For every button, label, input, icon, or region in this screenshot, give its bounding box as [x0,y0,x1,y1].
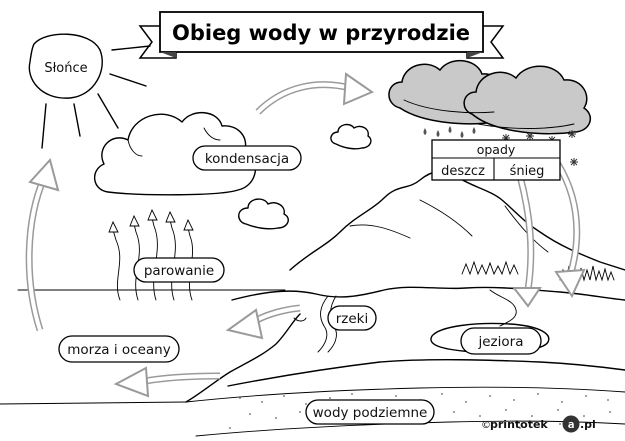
sun-ray [111,45,151,51]
condensation-label-text: kondensacja [205,151,289,167]
rivers-label-text: rzeki [336,311,369,327]
sun-label: Słońce [44,61,87,76]
condensation-label: kondensacja [192,145,302,171]
brand-logo [562,415,580,433]
precipitation-box: opady deszcz śnieg [431,139,561,181]
seas-label: morza i oceany [58,335,180,363]
sun: Słońce [28,33,151,149]
evaporation-label: parowanie [133,257,225,283]
lakes-label-text: jeziora [478,334,524,350]
brand-logo-letter: a [568,418,575,431]
precipitation-label: opady [477,142,516,157]
page-title: Obieg wody w przyrodzie [172,21,470,45]
evaporation-arrows [108,208,194,301]
lakes-label: jeziora [460,327,542,355]
rain-clouds [388,60,592,135]
sun-ray [41,103,47,149]
credit-brand-prefix: printotek [490,418,548,431]
title-banner: Obieg wody w przyrodzie [138,11,505,59]
snow-label: śnieg [510,164,545,179]
credit-brand-suffix: .pl [580,418,596,431]
small-cloud [330,123,372,150]
sun-ray [97,93,119,129]
rivers-label: rzeki [327,305,377,331]
groundwater-label-text: wody podziemne [313,405,428,421]
seas-label-text: morza i oceany [67,342,170,358]
rain-label: deszcz [441,164,485,179]
sun-ray [73,103,81,137]
landscape [0,170,625,437]
condensation-cloud [94,112,257,196]
small-cloud [238,198,289,230]
cycle-arrows [25,72,586,398]
groundwater-label: wody podziemne [305,399,435,425]
evaporation-label-text: parowanie [144,263,214,279]
sun-ray [109,73,147,87]
credit: © printotek a .pl [481,415,596,433]
copyright-sign: © [481,420,491,431]
